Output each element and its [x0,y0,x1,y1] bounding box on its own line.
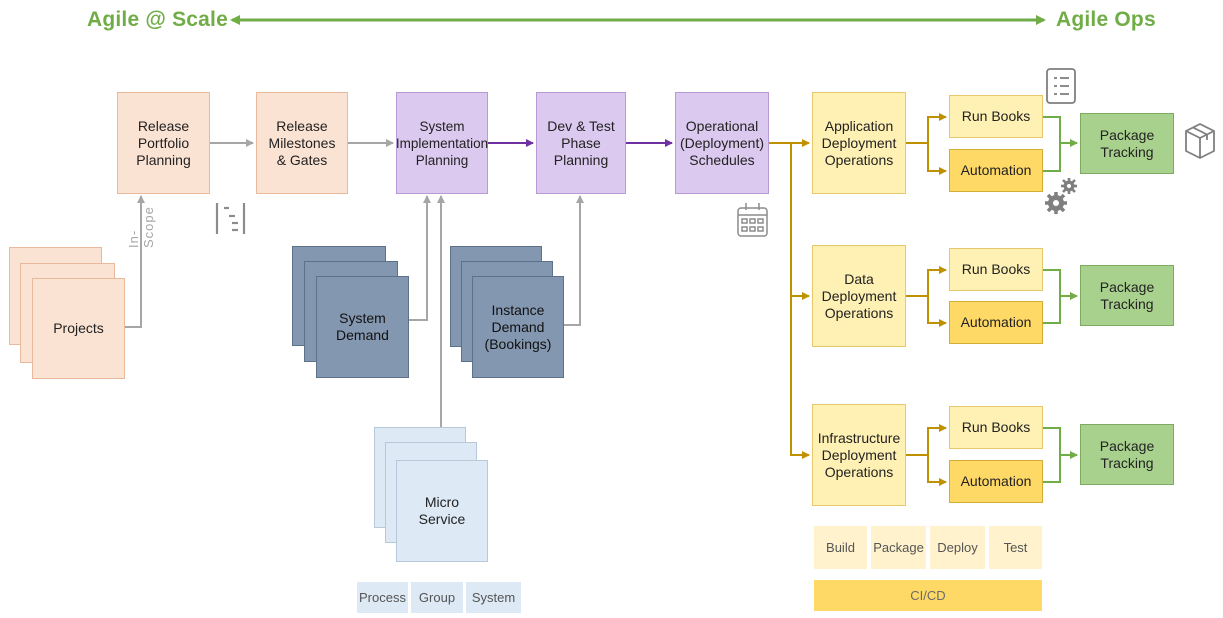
legend-process: Process [357,582,408,613]
merge-infra-tracking [1043,427,1078,483]
cicd-test: Test [989,526,1042,569]
fork-app-ops [906,113,947,175]
data-package-tracking: Package Tracking [1080,265,1174,326]
app-run-books: Run Books [949,95,1043,138]
app-package-tracking: Package Tracking [1080,113,1174,174]
merge-data-tracking [1043,269,1078,324]
system-implementation-planning: System Implementation Planning [396,92,488,194]
cicd-deploy: Deploy [930,526,985,569]
infra-automation: Automation [949,460,1043,503]
document-list-icon [1046,68,1076,104]
legend-group: Group [411,582,463,613]
instance-demand-card: Instance Demand (Bookings) [472,276,564,378]
calendar-icon [737,203,768,237]
agile-ops-label: Agile Ops [1056,8,1156,31]
flow-system-demand-to-system [409,195,431,321]
data-deployment-operations: Data Deployment Operations [812,245,906,347]
agile-at-scale-label: Agile @ Scale [87,8,228,31]
fork-data-ops [906,266,947,327]
infra-package-tracking: Package Tracking [1080,424,1174,485]
app-automation: Automation [949,149,1043,192]
cicd-bar: CI/CD [814,580,1042,611]
release-milestones-gates: Release Milestones & Gates [256,92,348,194]
dev-test-phase-planning: Dev & Test Phase Planning [536,92,626,194]
fork-infra-ops [906,424,947,486]
application-deployment-operations: Application Deployment Operations [812,92,906,194]
system-demand-card: System Demand [316,276,409,378]
operational-deployment-schedules: Operational (Deployment) Schedules [675,92,769,194]
cicd-build: Build [814,526,867,569]
gantt-icon [215,203,246,234]
infra-run-books: Run Books [949,406,1043,449]
projects-card: Projects [32,278,125,379]
package-box-icon [1185,123,1215,159]
data-run-books: Run Books [949,248,1043,291]
cicd-package: Package [871,526,926,569]
release-portfolio-planning: Release Portfolio Planning [117,92,210,194]
in-scope-label: In-Scope [126,206,156,248]
flow-operational-to-infra-ops [790,296,810,459]
data-automation: Automation [949,301,1043,344]
legend-system: System [466,582,521,613]
infrastructure-deployment-operations: Infrastructure Deployment Operations [812,404,906,506]
merge-app-tracking [1043,116,1078,172]
flow-projects-to-portfolio [125,195,145,328]
flow-operational-to-data-ops [769,142,810,300]
micro-service-card: Micro Service [396,460,488,562]
flow-instance-demand-to-devtest [564,195,584,326]
gears-icon [1045,178,1077,214]
